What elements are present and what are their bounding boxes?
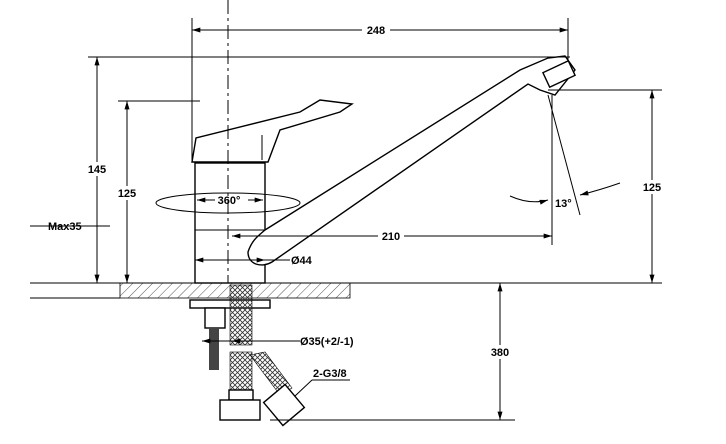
countertop [30, 282, 662, 299]
dim-210: 210 [382, 231, 400, 243]
dim-g3-8: 2-G3/8 [313, 368, 347, 380]
spout [247, 55, 576, 266]
mounting-hardware [189, 284, 306, 427]
dim-044: Ø44 [291, 255, 313, 267]
faucet-body [191, 99, 354, 284]
dim-035: Ø35(+2/-1) [300, 336, 354, 348]
dim-248: 248 [367, 25, 385, 37]
dim-145: 145 [88, 164, 106, 176]
dim-380: 380 [491, 347, 509, 359]
dim-max35: Max35 [48, 221, 82, 233]
dim-360: 360° [218, 195, 241, 207]
dim-13-degree: 13° [555, 198, 572, 210]
dim-125-left: 125 [118, 188, 136, 200]
dim-125-right: 125 [643, 182, 661, 194]
